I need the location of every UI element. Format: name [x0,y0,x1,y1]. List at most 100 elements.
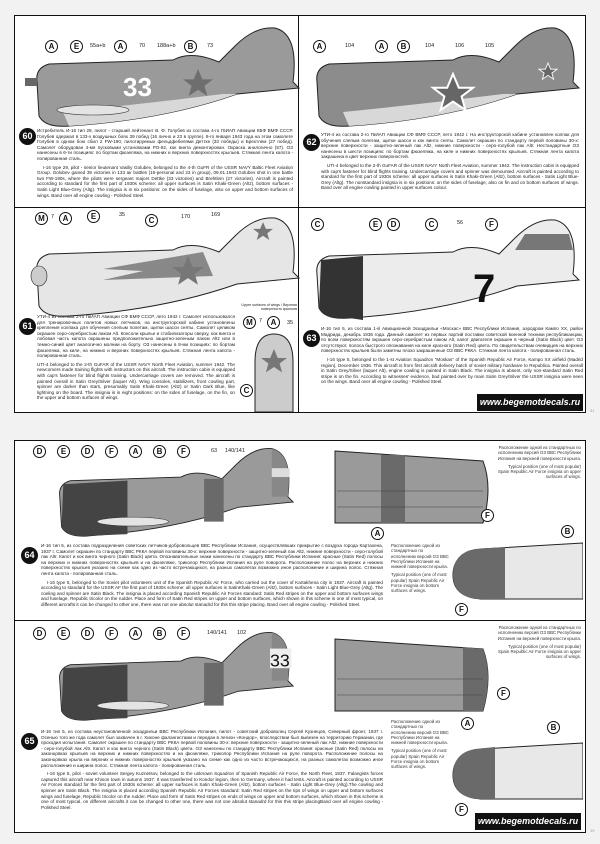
profile-65-description: И-16 тип 5, из состава неустановленной э… [41,729,383,831]
callout-B: B [561,525,574,538]
lower-wing-note-ru: Расположение одной из стандартных по исп… [391,543,449,570]
lower-wing-notes: Расположение одной из стандартных по исп… [391,719,449,773]
profile-61-panel: M 7 A E 35 C 170 169 Upper surfaces of w… [15,208,300,412]
callout-E: E [369,218,382,231]
callout-F: F [485,218,498,231]
profile-62-description: УТИ-4 из состава 2-го ГвИАП Авиации СФ В… [321,132,579,194]
lower-wing-view [452,742,583,800]
decal-number: 102 [237,630,247,636]
website-link[interactable]: www.begemotdecals.ru [475,813,581,830]
callout-E: E [57,627,70,640]
profile-63-description: И-16 тип 5, из состава 1-й Авиационной Э… [321,326,583,411]
callout-D: D [81,627,94,640]
description-ru: Истребитель И-16 тип 29, пилот - старший… [37,128,293,161]
callout-F: F [481,509,494,522]
profile-60-description: Истребитель И-16 тип 29, пилот - старший… [37,128,293,201]
callout-A: A [375,40,388,53]
fin-number: 33 [270,650,290,670]
fuselage-number: 33 [123,72,152,102]
callout-M: M [243,316,256,329]
callout-B: B [397,40,410,53]
callout-A: A [461,717,474,730]
upper-wing-notes: Расположение одной из стандартных по исп… [497,625,581,663]
callout-A: A [59,212,72,225]
decal-number: 104 [425,43,435,49]
profile-60-aircraft: 33 [25,27,300,127]
profile-65-panel: 33 D E D F A B F 140/141 102 Расположени… [15,621,585,832]
decal-number: 73 [207,43,214,49]
callout-D: D [81,445,94,458]
description-en: UTI-4 belonged to the 2-th GuFAR of the … [37,361,235,401]
callout-E: E [87,210,100,223]
upper-wing-note-ru: Расположение одной из стандартных по исп… [497,625,581,641]
description-ru: УТИ-4 из состава 2-го ГвИАП Авиации СФ В… [321,132,579,160]
profile-61-aircraft [30,217,300,317]
profile-number-badge: 65 [21,733,38,750]
decal-number: 105 [485,43,495,49]
callout-F: F [177,627,190,640]
lower-wing-notes: Расположение одной из стандартных по исп… [391,543,449,597]
decal-number: 170 [181,214,191,220]
upper-wing-note-ru: Расположение одной из стандартных по исп… [497,445,581,461]
callout-A: A [371,527,384,540]
callout-F: F [105,627,118,640]
callout-A: A [129,627,142,640]
callout-E: E [70,40,83,53]
page-number: 31 [590,408,595,413]
upper-wing-view [334,450,489,524]
callout-F: F [105,445,118,458]
profile-63-panel: 7 C E D C 56 F 63 И-16 тип 5, из состава… [299,208,585,412]
decal-number: 140/141 [225,448,245,454]
profile-60-panel: 33 A E 55a+b A 70 188a+b B 73 60 Истреби… [15,16,300,208]
upper-wing-note-en: Typical position (one of most popular) S… [498,463,581,480]
profile-64-aircraft [59,447,294,537]
callout-C: C [311,218,324,231]
page-number: 19 [590,828,595,833]
decal-number: 56 [457,220,464,226]
description-en: I-16 type 5, belonged to the Soviet pilo… [41,579,383,607]
profile-number-badge: 64 [21,547,38,564]
lower-wing-note-en: Typical position (one of most popular) S… [391,748,447,770]
description-en: UTI-4 belonged to the 2-th GuFAR of the … [321,162,579,191]
callout-B: B [153,627,166,640]
profile-number-badge: 63 [303,330,320,347]
profile-62-aircraft [316,27,580,127]
decal-number: 55a+b [90,43,106,49]
callout-E: E [57,445,70,458]
callout-A: A [45,40,58,53]
description-ru: И-16 тип 5, из состава 1-й Авиационной Э… [321,326,583,354]
profile-63-aircraft: 7 [316,219,580,320]
profile-65-aircraft: 33 [59,631,294,721]
callout-A: A [129,445,142,458]
description-ru: И-16 тип 5, из состава подразделения сов… [41,543,383,576]
decal-number: 7 [259,318,263,324]
decal-number: 188a+b [157,43,176,49]
lower-wing-note-ru: Расположение одной из стандартных по исп… [391,719,449,746]
instruction-page-2: D E D F A B F 63 140/141 A Расположение … [14,440,586,833]
callout-C: C [425,218,438,231]
profile-number-badge: 60 [19,128,36,145]
description-en: I-16 type 5, pilot - soviet volunteer Se… [41,771,383,810]
decal-number: 106 [455,43,465,49]
callout-F: F [455,603,468,616]
callout-C: C [240,384,253,397]
callout-F: F [497,687,510,700]
callout-F: F [455,803,468,816]
decal-number: 140/141 [207,630,227,636]
website-link[interactable]: www.begemotdecals.ru [477,394,583,411]
decal-number: 104 [345,43,355,49]
callout-D: D [33,445,46,458]
wing-upper-view [254,333,294,412]
callout-B: B [153,445,166,458]
description-en: I-16 type 29, pilot - senior lieutenant … [37,164,293,198]
fuselage-number: 7 [473,267,495,311]
instruction-page-1: 33 A E 55a+b A 70 188a+b B 73 60 Истреби… [14,15,586,413]
callout-D: D [33,627,46,640]
lower-wing-view [452,542,583,600]
upper-wing-note-en: Typical position (one of most popular) S… [498,643,581,660]
wing-note: Upper surfaces of wings / Верхняя поверх… [241,303,297,312]
decal-number: 63 [211,448,218,454]
decal-number: 35 [119,212,126,218]
upper-wing-notes: Расположение одной из стандартных по исп… [497,445,581,483]
profile-62-panel: A 104 A B 104 106 105 62 УТИ-4 из состав… [299,16,585,208]
